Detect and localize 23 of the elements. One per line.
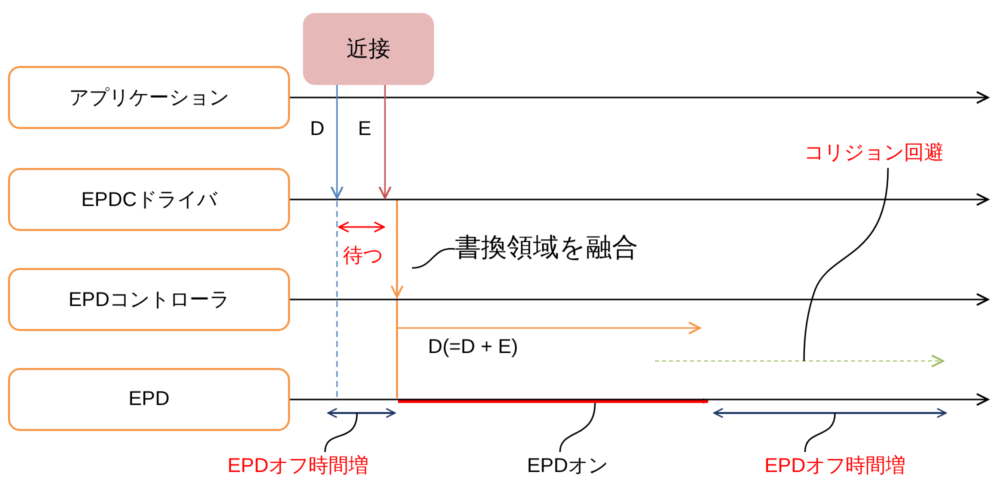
label-text: D(=D + E) — [428, 336, 518, 359]
lane-box: EPDコントローラ — [8, 268, 290, 331]
note-text: EPDオフ時間増 — [208, 452, 388, 479]
note-text: コリジョン回避 — [790, 136, 958, 168]
signal-arrow — [330, 85, 344, 199]
leader-line — [559, 402, 596, 452]
signal-arrow — [378, 85, 392, 199]
timeline-arrow — [290, 293, 989, 306]
note-text: EPDオン — [515, 452, 620, 479]
event-box: 近接 — [303, 13, 434, 85]
note-text: 書換領域を融合 — [455, 230, 660, 264]
leader-line — [324, 412, 358, 452]
note-text: EPDオフ時間増 — [745, 452, 925, 479]
timeline-arrow — [290, 91, 989, 104]
label-text: 待つ — [343, 244, 383, 269]
lane-box: アプリケーション — [8, 66, 290, 129]
lane-box: EPD — [8, 368, 290, 431]
timeline-arrow — [290, 193, 989, 206]
lane-box: EPDCドライバ — [8, 168, 290, 231]
leader-line — [804, 412, 836, 452]
leader-line — [412, 248, 456, 269]
timeline-arrow — [290, 393, 989, 406]
leader-line — [803, 168, 889, 361]
